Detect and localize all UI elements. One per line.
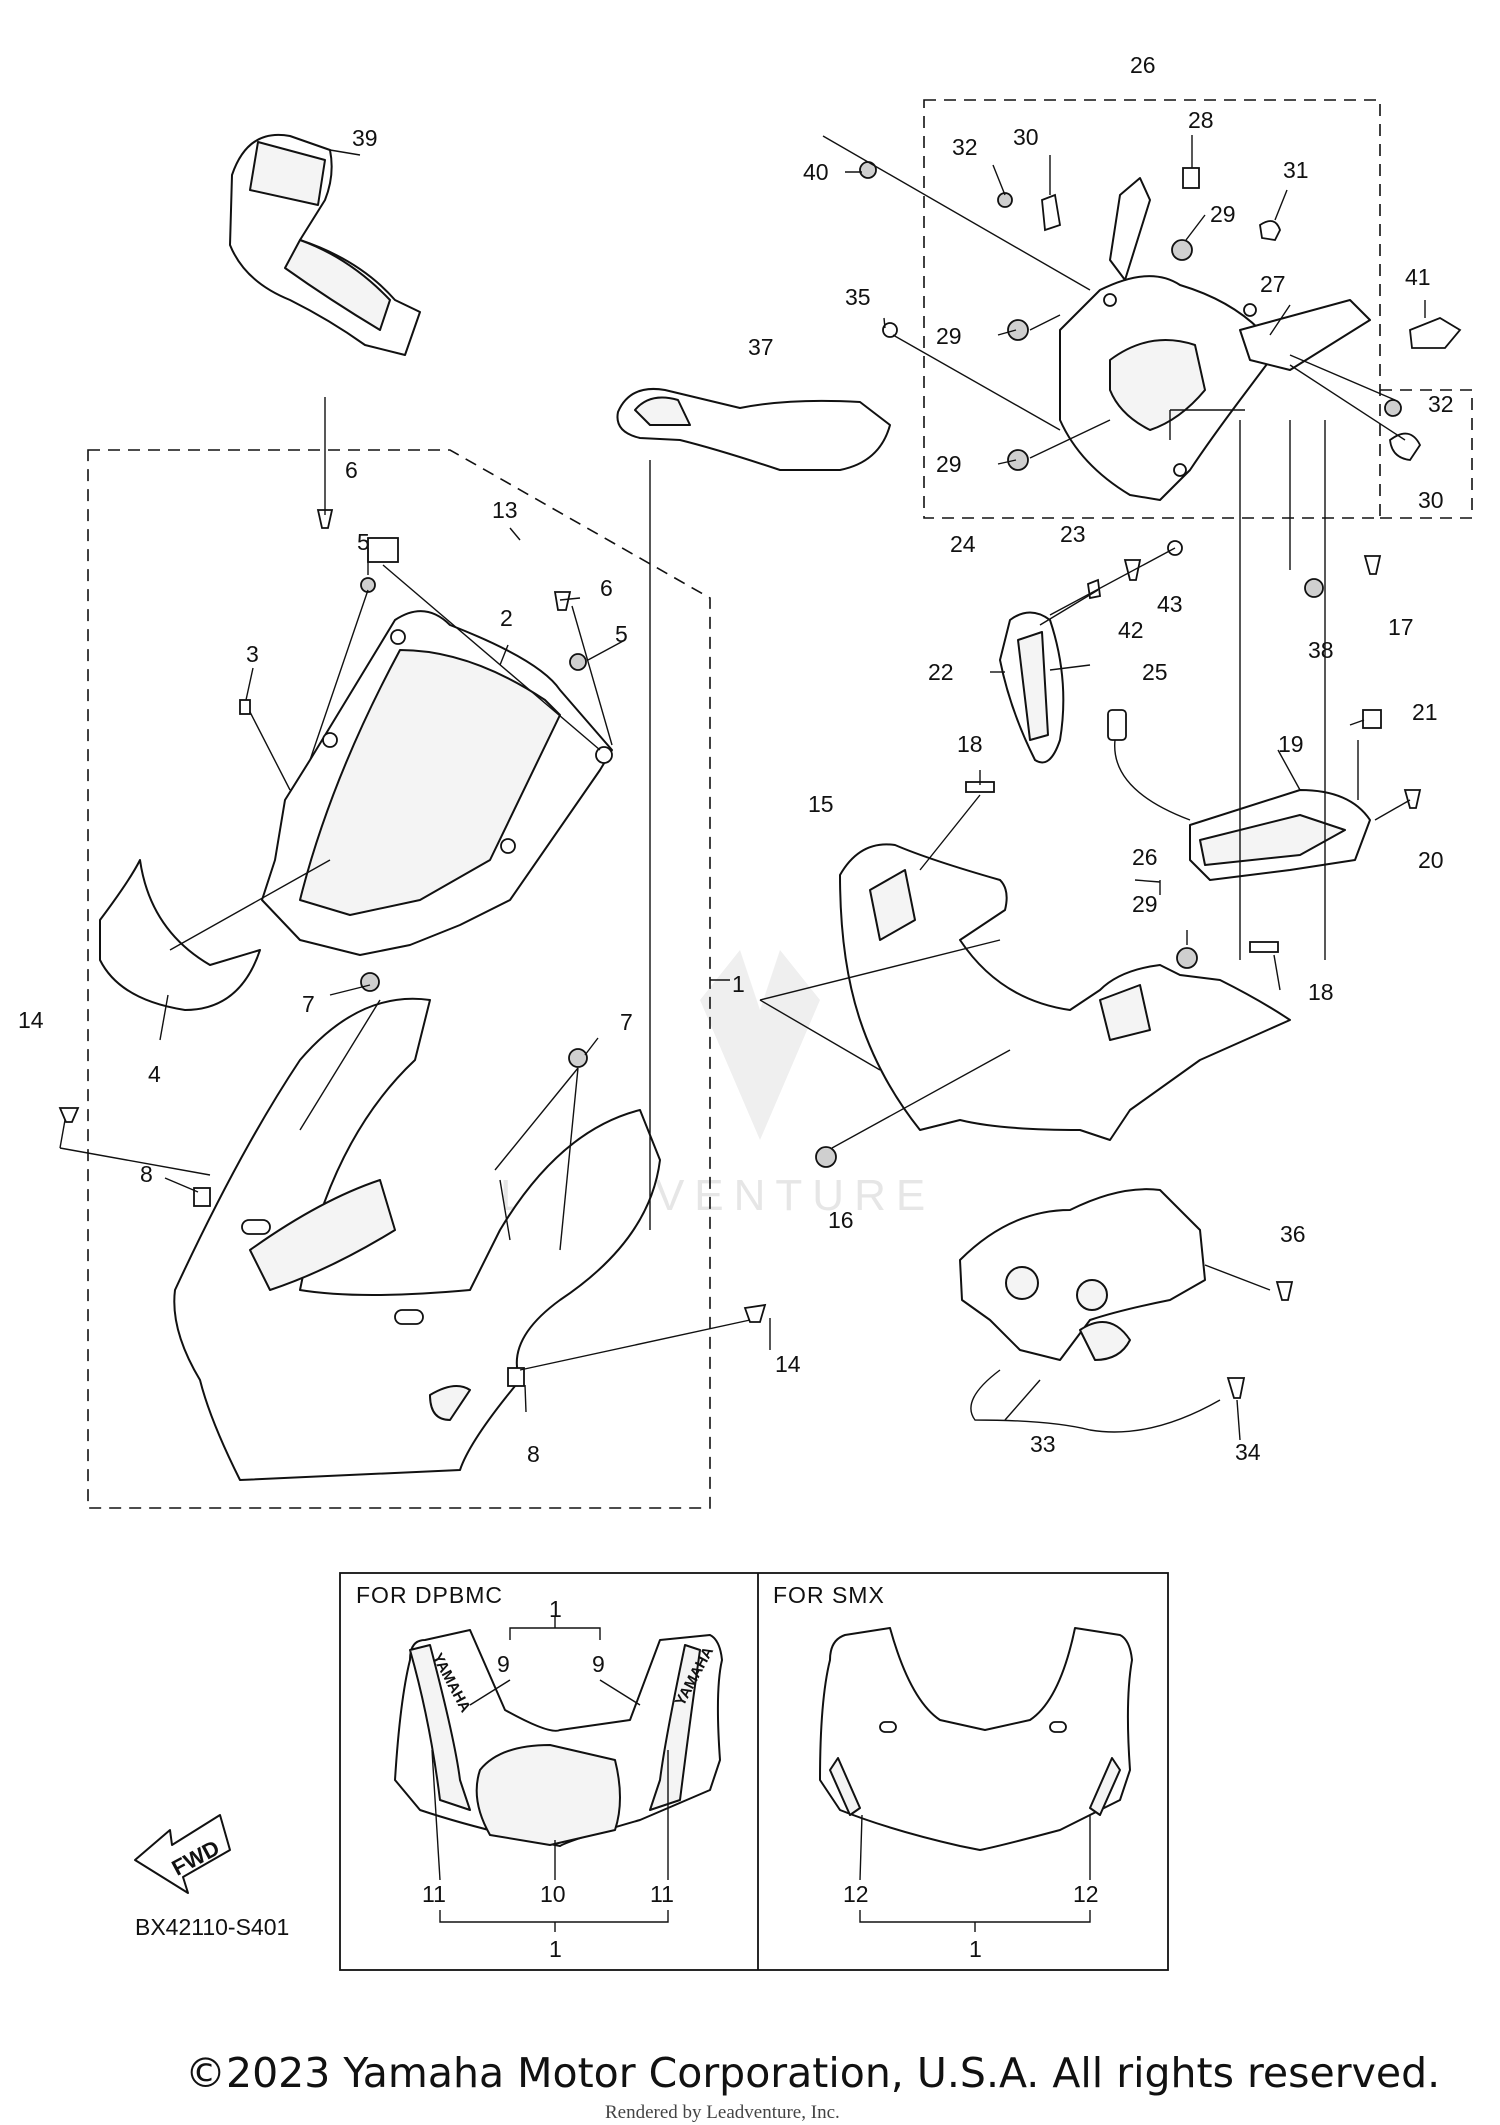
inset-callout-1: 1 [549, 1596, 562, 1622]
inset-callout-12-right: 12 [1073, 1881, 1099, 1907]
callout-35: 35 [845, 284, 871, 310]
callout-14b: 14 [775, 1351, 801, 1377]
callout-6: 6 [345, 457, 358, 483]
callout-15: 15 [808, 791, 834, 817]
callout-25: 25 [1142, 659, 1168, 685]
stay-assembly-part-26[interactable] [1059, 177, 1371, 501]
callout-20: 20 [1418, 847, 1444, 873]
callout-8: 8 [140, 1161, 153, 1187]
inset-callout-12-left: 12 [843, 1881, 869, 1907]
smx-cowling[interactable] [819, 1627, 1133, 1851]
callout-24: 24 [950, 531, 976, 557]
callout-29: 29 [1210, 201, 1236, 227]
callout-14: 14 [18, 1007, 44, 1033]
callout-43: 43 [1157, 591, 1183, 617]
mirror-part-39[interactable] [229, 133, 421, 356]
callout-32: 32 [952, 134, 978, 160]
callout-26b: 26 [1132, 844, 1158, 870]
windscreen-part-2[interactable] [261, 610, 613, 956]
dpbmc-cowling[interactable]: YAMAHA YAMAHA [394, 1629, 723, 1847]
leader-lines [59, 135, 1426, 1441]
callout-29d: 29 [1132, 891, 1158, 917]
callout-1: 1 [732, 971, 745, 997]
callout-30b: 30 [1418, 487, 1444, 513]
callout-27: 27 [1260, 271, 1286, 297]
callout-3: 3 [246, 641, 259, 667]
variant-inset: FOR DPBMC FOR SMX YAMAHA YAMAHA [339, 1572, 1169, 1971]
assembly-group-box-1 [87, 449, 711, 1509]
render-credit: Rendered by Leadventure, Inc. [605, 2102, 840, 2123]
callout-32b: 32 [1428, 391, 1454, 417]
callout-28: 28 [1188, 107, 1214, 133]
callout-6b: 6 [600, 575, 613, 601]
callout-33: 33 [1030, 1431, 1056, 1457]
callout-29c: 29 [936, 451, 962, 477]
callout-18b: 18 [1308, 979, 1334, 1005]
copyright-text: ©2023 Yamaha Motor Corporation, U.S.A. A… [185, 2049, 1440, 2097]
decal-part-4[interactable] [99, 859, 261, 1011]
callout-42: 42 [1118, 617, 1144, 643]
side-duct-part-37[interactable] [616, 388, 891, 471]
callout-40: 40 [803, 159, 829, 185]
callout-41: 41 [1405, 264, 1431, 290]
inset-callout-10: 10 [540, 1881, 566, 1907]
callout-17: 17 [1388, 614, 1414, 640]
callout-38: 38 [1308, 637, 1334, 663]
inner-panel-part-15[interactable] [839, 843, 1291, 1141]
inset-callout-11-right: 11 [650, 1881, 674, 1907]
callout-23: 23 [1060, 521, 1086, 547]
assembly-group-box-26 [923, 99, 1381, 519]
inset-callout-11-left: 11 [422, 1881, 446, 1907]
callout-5: 5 [357, 529, 370, 555]
inset-callout-9-right: 9 [592, 1651, 605, 1677]
callout-34: 34 [1235, 1439, 1261, 1465]
callout-37: 37 [748, 334, 774, 360]
callout-36: 36 [1280, 1221, 1306, 1247]
hardware-group-26 [859, 161, 1462, 471]
callout-26: 26 [1130, 52, 1156, 78]
callout-39: 39 [352, 125, 378, 151]
headlight-cover-part-22[interactable] [999, 611, 1065, 764]
callout-21: 21 [1412, 699, 1438, 725]
inset-callout-9-left: 9 [497, 1651, 510, 1677]
inset-callout-1c: 1 [969, 1936, 982, 1962]
inset-callout-1b: 1 [549, 1936, 562, 1962]
callout-5b: 5 [615, 621, 628, 647]
callout-8b: 8 [527, 1441, 540, 1467]
callout-22: 22 [928, 659, 954, 685]
callout-labels: 39 40 32 30 28 26 31 29 27 41 35 29 37 3… [18, 52, 1454, 1467]
headlight-unit[interactable] [959, 1188, 1221, 1433]
front-cowling-part-1[interactable] [173, 997, 661, 1481]
callout-4: 4 [148, 1061, 161, 1087]
callout-30: 30 [1013, 124, 1039, 150]
callout-29b: 29 [936, 323, 962, 349]
variant-label-smx: FOR SMX [773, 1582, 885, 1608]
callout-18: 18 [957, 731, 983, 757]
diagram-code: BX42110-S401 [135, 1914, 289, 1940]
callout-31: 31 [1283, 157, 1309, 183]
callout-7b: 7 [620, 1009, 633, 1035]
variant-label-dpbmc: FOR DPBMC [356, 1582, 503, 1608]
callout-13: 13 [492, 497, 518, 523]
callout-7: 7 [302, 991, 315, 1017]
callout-2: 2 [500, 605, 513, 631]
assembly-group-box-41 [1380, 389, 1473, 519]
callout-16: 16 [828, 1207, 854, 1233]
forward-direction-icon: FWD [134, 1814, 231, 1894]
callout-19: 19 [1278, 731, 1304, 757]
